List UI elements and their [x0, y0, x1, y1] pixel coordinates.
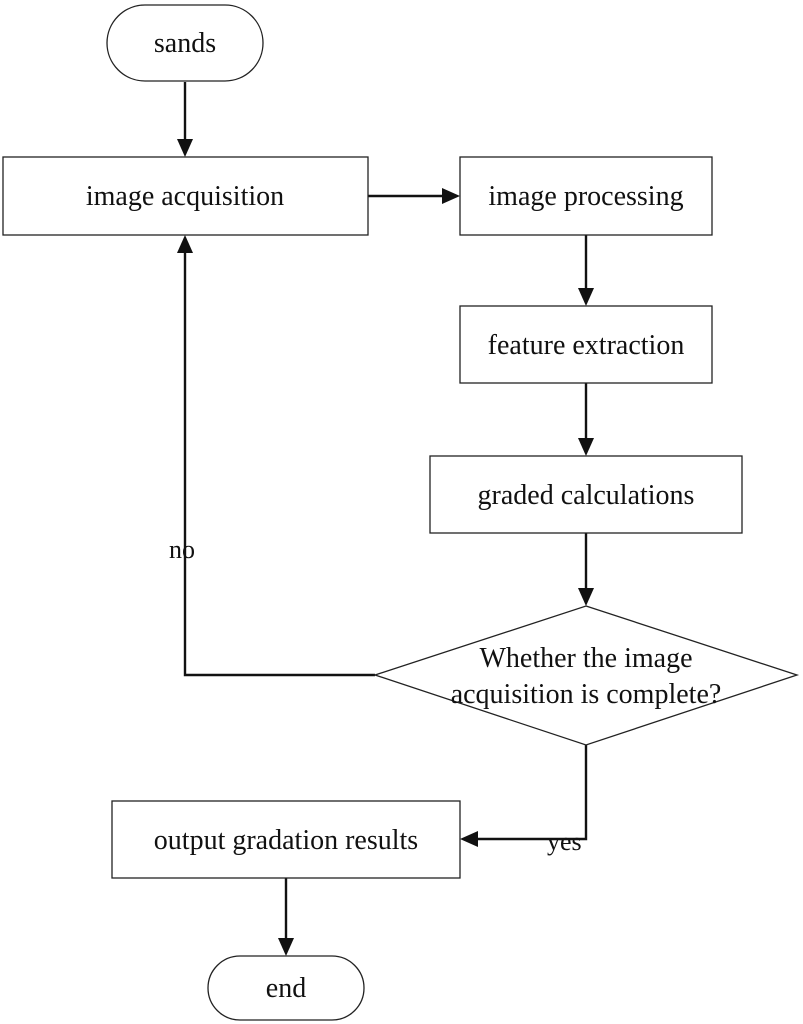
node-image-acquisition: image acquisition: [2, 156, 369, 236]
decision-diamond: [372, 605, 800, 746]
process-box: [459, 305, 713, 384]
edge-decision-yes: [475, 745, 588, 841]
arrowhead-left-icon: [460, 831, 478, 847]
node-image-processing: image processing: [459, 156, 713, 236]
terminator-shape: [106, 4, 264, 82]
edges: [177, 82, 594, 956]
terminator-shape: [207, 955, 365, 1021]
arrowhead-down-icon: [278, 938, 294, 956]
arrowhead-up-icon: [177, 235, 193, 253]
decision-label-line-1: Whether the image: [479, 643, 692, 674]
node-label: feature extraction: [488, 330, 685, 361]
process-box: [459, 156, 713, 236]
edge-label-yes: yes: [547, 827, 582, 856]
node-label: image processing: [488, 181, 683, 212]
node-end: end: [207, 955, 365, 1021]
node-label: graded calculations: [478, 480, 695, 511]
decision-label-line-2: acquisition is complete?: [451, 679, 722, 710]
arrowhead-right-icon: [442, 188, 460, 204]
node-label: sands: [154, 28, 216, 59]
arrowhead-down-icon: [177, 139, 193, 157]
node-label: image acquisition: [86, 181, 284, 212]
node-sands: sands: [106, 4, 264, 82]
arrowhead-down-icon: [578, 438, 594, 456]
edge-label-no: no: [169, 535, 195, 564]
arrowhead-down-icon: [578, 288, 594, 306]
node-label: end: [266, 973, 306, 1004]
arrowhead-down-icon: [578, 588, 594, 606]
edge-decision-no-loop: [183, 250, 375, 677]
process-box: [429, 455, 743, 534]
node-output-gradation-results: output gradation results: [111, 800, 461, 879]
process-box: [2, 156, 369, 236]
node-graded-calculations: graded calculations: [429, 455, 743, 534]
node-decision: Whether the image acquisition is complet…: [372, 605, 800, 746]
node-label: output gradation results: [154, 825, 418, 856]
node-feature-extraction: feature extraction: [459, 305, 713, 384]
process-box: [111, 800, 461, 879]
